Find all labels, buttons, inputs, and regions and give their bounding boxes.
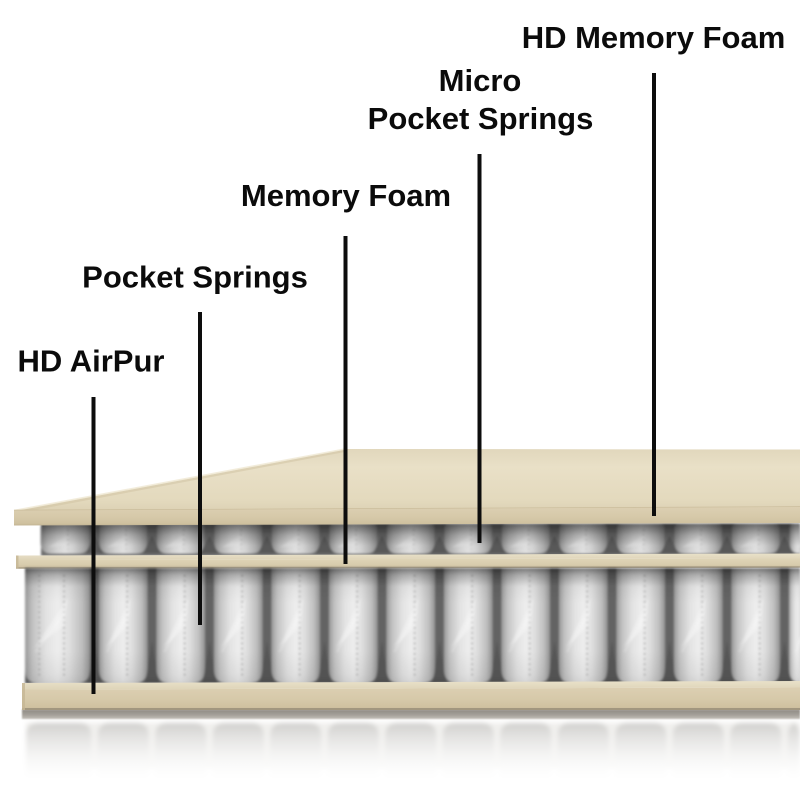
svg-text:Pocket Springs: Pocket Springs [82, 260, 308, 295]
svg-text:HD AirPur: HD AirPur [18, 344, 165, 379]
svg-text:Pocket Springs: Pocket Springs [368, 101, 594, 136]
svg-text:Memory Foam: Memory Foam [241, 178, 451, 213]
svg-text:Micro: Micro [439, 63, 522, 98]
svg-text:HD Memory Foam: HD Memory Foam [522, 20, 786, 55]
